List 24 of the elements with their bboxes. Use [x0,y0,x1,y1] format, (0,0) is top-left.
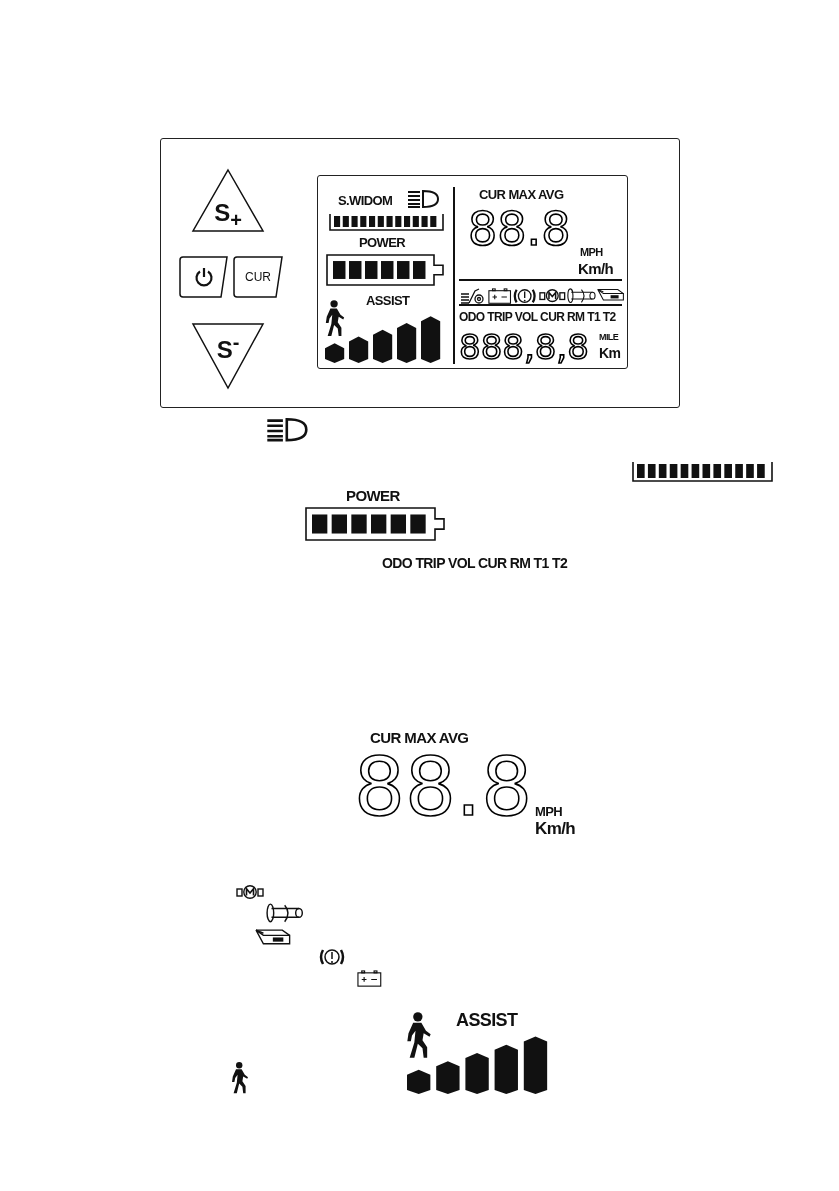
display-panel [160,138,680,408]
display-label: CUR MAX AVG [370,730,469,745]
minus-button: S$^{-}$ [192,323,264,389]
cur-button: CUR [233,256,283,298]
display-label: ODO TRIP VOL CUR RM T1 T2 [459,311,616,323]
unit-label: MPH [535,805,563,818]
unit-label: Km/h [578,261,614,276]
display-label: ODO TRIP VOL CUR RM T1 T2 [382,556,568,570]
segment-digits: 88.8 [468,206,571,252]
plus-button: S$_{+}$ [192,169,264,232]
unit-label: MILE [599,333,619,342]
display-label: ASSIST [366,294,410,307]
unit-label: Km [599,346,621,360]
unit-label: Km/h [535,820,576,837]
lcd-screen [317,175,628,369]
segment-digits: 88.8 [354,748,533,828]
unit-label: MPH [580,247,603,258]
display-label: POWER [346,488,400,503]
display-label: CUR MAX AVG [479,188,564,201]
power-button [179,256,228,298]
display-label: ASSIST [456,1011,518,1029]
display-label: POWER [359,236,406,249]
display-label: S.WIDOM [338,194,393,207]
segment-digits: 888,8,8 [459,330,589,364]
